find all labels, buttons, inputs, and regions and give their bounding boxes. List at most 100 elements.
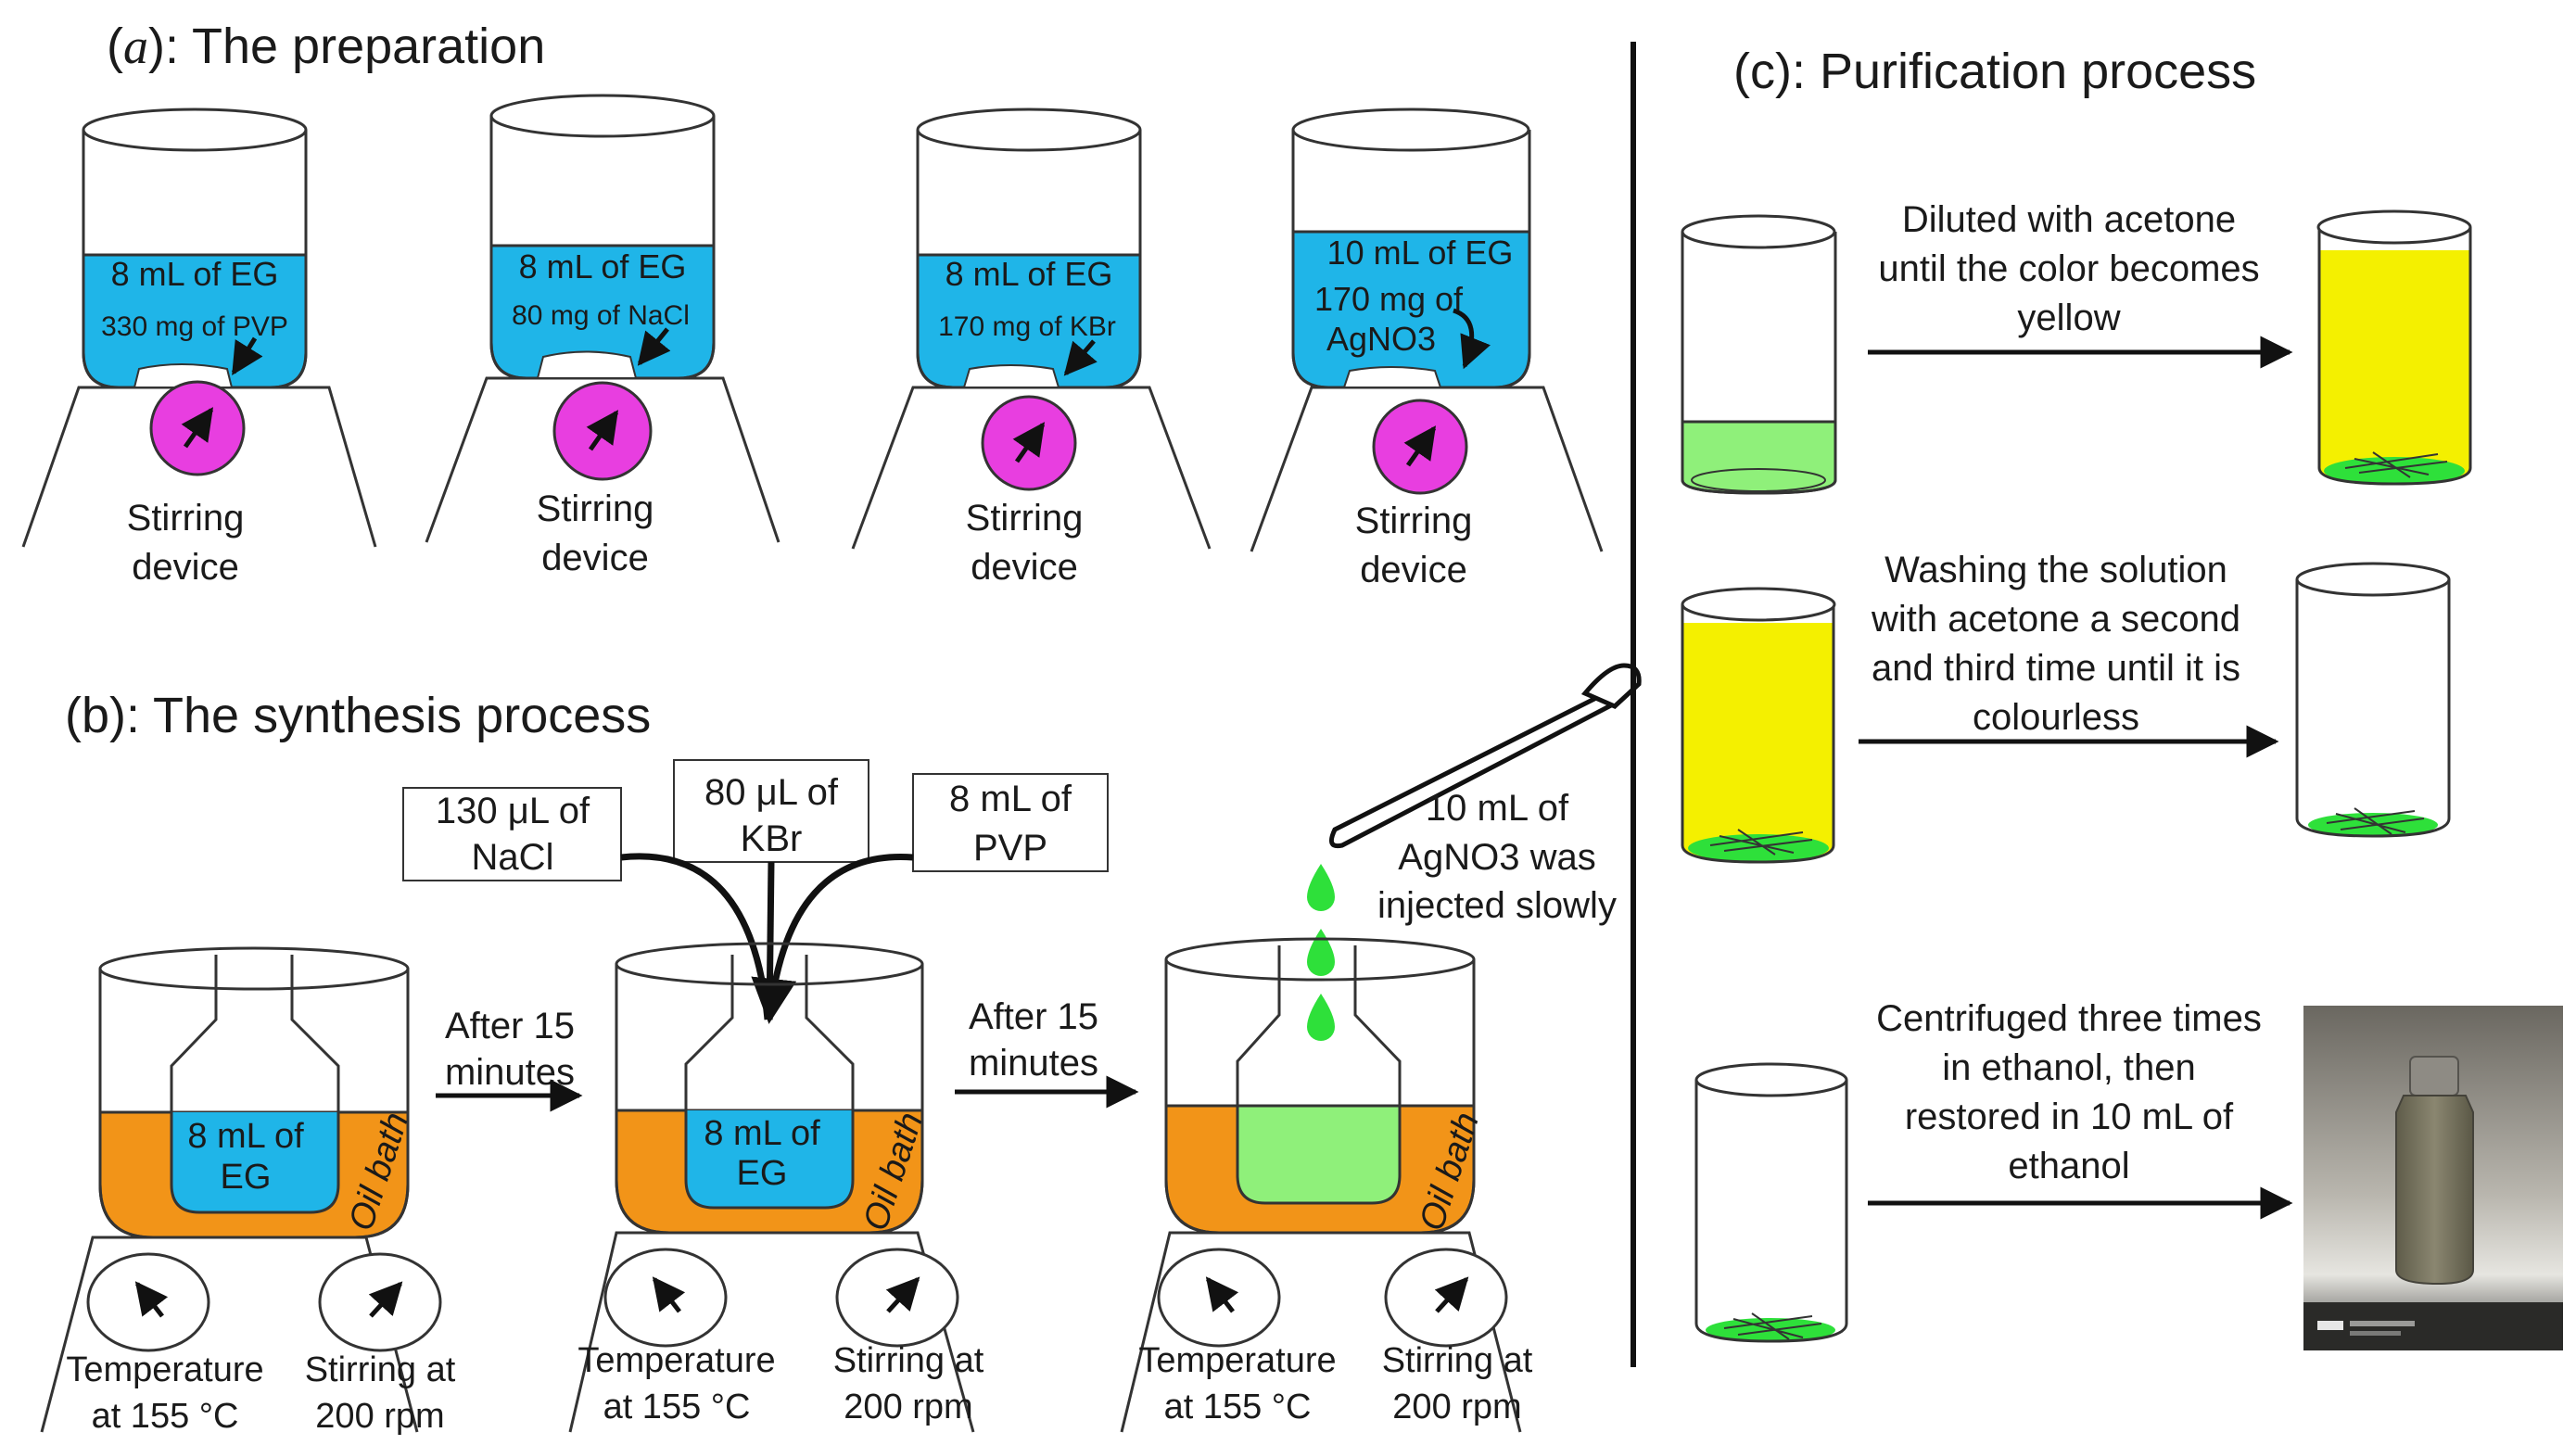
addition-box-pvp xyxy=(912,773,1109,872)
beaker-rim xyxy=(1291,108,1530,152)
blue-liquid xyxy=(686,1110,853,1208)
after-step-label: After 15 xyxy=(969,996,1098,1037)
after-step-label: After 15 xyxy=(445,1006,575,1046)
stir-bar xyxy=(536,350,638,379)
temperature-dial-needle-icon xyxy=(134,1281,169,1318)
prep-beaker-4: 10 mL of EG 170 mg of AgNO3 Stirring dev… xyxy=(1250,108,1604,590)
temperature-label: Temperature xyxy=(577,1341,775,1380)
tube-rim xyxy=(1681,587,1836,622)
device-label: Stirring xyxy=(966,498,1084,539)
stirring-label: Stirring at xyxy=(305,1350,456,1389)
panel-b-title: (b): The synthesis process xyxy=(65,688,651,743)
panel-a-title: (a): The preparation xyxy=(107,19,545,74)
droplet-icon xyxy=(1307,864,1335,911)
stirring-dial-needle-icon xyxy=(368,1281,403,1318)
stir-bar xyxy=(1342,366,1442,388)
flask-label: EG xyxy=(737,1154,788,1193)
purification-step-2: Washing the solution with acetone a seco… xyxy=(1681,550,2451,864)
synthesis-setup-3: Oil bath Temperature at 155 °C Stirring … xyxy=(1120,937,1533,1433)
stirring-label: Stirring at xyxy=(833,1341,984,1380)
step-label: with acetone a second xyxy=(1871,599,2240,640)
droplet-icon xyxy=(1307,994,1335,1041)
injection-label: AgNO3 was xyxy=(1398,837,1595,878)
stirring-dial-needle-icon xyxy=(1434,1276,1469,1313)
beaker-label-line1: 8 mL of EG xyxy=(945,255,1113,293)
stir-bar xyxy=(962,364,1060,388)
droplet-icon xyxy=(1307,929,1335,976)
addition-label: PVP xyxy=(973,828,1047,868)
device-label: Stirring xyxy=(537,488,654,529)
green-liquid xyxy=(1681,420,1837,495)
step-label: and third time until it is xyxy=(1872,648,2240,689)
addition-label: 130 μL of xyxy=(436,791,590,831)
step-label: until the color becomes xyxy=(1878,248,2259,289)
flask xyxy=(684,955,855,1210)
stirring-label: 200 rpm xyxy=(1392,1388,1521,1426)
step-label: Centrifuged three times xyxy=(1876,998,2262,1039)
vial-cap xyxy=(2409,1056,2459,1096)
step-label: Washing the solution xyxy=(1884,550,2227,590)
dial-needle-icon xyxy=(586,410,619,451)
flask xyxy=(170,955,340,1214)
step-label: Diluted with acetone xyxy=(1902,199,2236,240)
tube-rim xyxy=(1694,1062,1848,1097)
prep-beaker-3: 8 mL of EG 170 mg of KBr Stirring device xyxy=(851,108,1212,588)
step-label: in ethanol, then xyxy=(1942,1047,2196,1088)
beaker-rim xyxy=(916,108,1142,152)
tube-rim xyxy=(2316,209,2472,245)
yellow-liquid xyxy=(2319,250,2470,484)
green-sediment xyxy=(1688,834,1829,862)
stir-bar-arrow xyxy=(637,327,671,366)
after-step-label: minutes xyxy=(445,1052,575,1093)
beaker-label-line1: 10 mL of EG xyxy=(1327,234,1514,272)
beaker-rim xyxy=(489,94,716,138)
addition-label: KBr xyxy=(741,818,803,859)
beaker-rim xyxy=(82,108,308,152)
yellow-liquid xyxy=(1682,623,1834,862)
panel-c-title: (c): Purification process xyxy=(1733,44,2256,99)
stir-bar-arrow xyxy=(1453,308,1491,370)
synthesis-setup-2: 8 mL of EG Oil bath Temperature at 155 °… xyxy=(568,942,984,1433)
device-label: device xyxy=(971,547,1078,588)
stirring-label: Stirring at xyxy=(1382,1341,1533,1380)
stir-bar-arrow xyxy=(231,336,263,375)
stirring-dial xyxy=(835,1248,959,1348)
beaker-rim xyxy=(1164,937,1476,982)
dial-needle-icon xyxy=(181,407,214,449)
device-label: device xyxy=(541,538,649,578)
beaker-rim xyxy=(615,942,924,986)
injection-label: injected slowly xyxy=(1377,885,1617,926)
purification-step-3: Centrifuged three times in ethanol, then… xyxy=(1694,998,2563,1350)
temperature-dial xyxy=(603,1248,728,1348)
vial-body xyxy=(2395,1095,2474,1286)
beaker-wall xyxy=(1164,959,1476,1235)
flask-label: EG xyxy=(221,1158,272,1197)
tube-wall xyxy=(2317,227,2472,486)
dial-needle-icon xyxy=(1403,425,1437,467)
flask-label: 8 mL of xyxy=(704,1114,820,1153)
beaker-label-line2: 80 mg of NaCl xyxy=(512,300,690,331)
tube-wall xyxy=(1694,1080,1848,1343)
pipette-icon xyxy=(1328,663,1642,849)
injection-label: 10 mL of xyxy=(1426,788,1569,829)
vial-photo xyxy=(2303,1006,2563,1350)
tube-wall xyxy=(2295,579,2451,838)
beaker-wall xyxy=(98,969,410,1239)
synthesis-setup-1: 8 mL of EG Oil bath Temperature at 155 °… xyxy=(40,946,456,1436)
temperature-dial-needle-icon xyxy=(1205,1276,1239,1313)
beaker-label-line3: AgNO3 xyxy=(1326,320,1436,358)
flask xyxy=(1236,945,1402,1205)
tube-wall xyxy=(1681,232,1837,495)
blue-liquid xyxy=(171,1112,338,1212)
green-liquid xyxy=(1237,1106,1400,1203)
addition-box-nacl xyxy=(402,787,622,881)
addition-label: 8 mL of xyxy=(949,779,1072,819)
tube-rim xyxy=(1681,214,1836,249)
addition-arrow xyxy=(620,853,771,1020)
device-label: Stirring xyxy=(127,498,245,539)
nanowire-mesh xyxy=(1723,1312,1822,1340)
after-step-label: minutes xyxy=(969,1043,1098,1084)
addition-label: NaCl xyxy=(472,837,554,878)
stirring-dial xyxy=(318,1252,442,1352)
